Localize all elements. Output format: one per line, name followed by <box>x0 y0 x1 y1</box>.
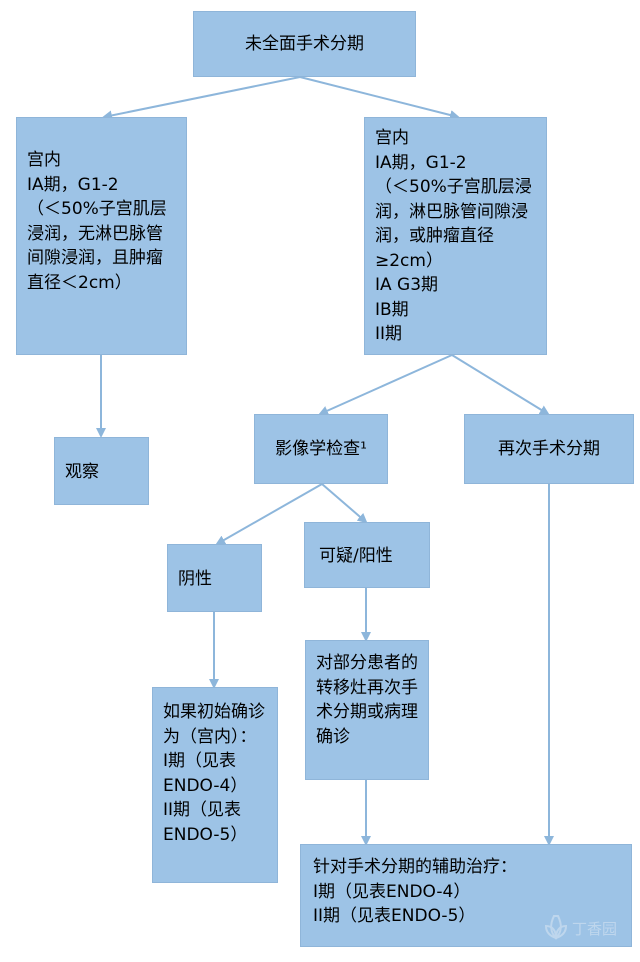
watermark-logo: 丁香园 <box>542 908 632 952</box>
root-node: 未全面手术分期 <box>193 11 416 77</box>
watermark-text: 丁香园 <box>572 920 617 938</box>
adjuvant-therapy-node: 针对手术分期的辅助治疗： I期（见表ENDO-4） II期（见表ENDO-5） <box>300 844 632 947</box>
arrow-root-to-left <box>102 76 301 121</box>
arrow-right-to-imaging <box>318 354 453 416</box>
arrow-imaging-to-negative <box>215 483 323 545</box>
negative-node-label: 阴性 <box>178 568 212 589</box>
suspicious-action-node: 对部分患者的转移灶再次手术分期或病理确诊 <box>305 640 429 780</box>
observe-node-label: 观察 <box>65 461 99 482</box>
left-condition-node: 宫内 IA期，G1-2 （＜50%子宫肌层浸润，无淋巴脉管间隙浸润，且肿瘤直径＜… <box>16 117 187 355</box>
negative-action-node: 如果初始确诊为（宫内）： I期（见表ENDO-4） II期（见表ENDO-5） <box>152 687 278 883</box>
suspicious-node-label: 可疑/阳性 <box>319 545 393 566</box>
clove-logo-icon: 丁香园 <box>544 915 617 940</box>
suspicious-node: 可疑/阳性 <box>304 522 430 588</box>
restaging-node-label: 再次手术分期 <box>498 438 600 459</box>
imaging-node: 影像学检查¹ <box>254 414 388 484</box>
arrow-right-to-restaging <box>451 354 550 416</box>
negative-node: 阴性 <box>167 544 262 612</box>
root-node-label: 未全面手术分期 <box>245 33 364 54</box>
arrow-imaging-to-suspicious <box>321 483 368 524</box>
imaging-node-label: 影像学检查¹ <box>275 438 367 459</box>
right-condition-node: 宫内 IA期，G1-2 （＜50%子宫肌层浸润，淋巴脉管间隙浸润，或肿瘤直径≥2… <box>364 117 547 355</box>
restaging-node: 再次手术分期 <box>464 414 634 484</box>
arrow-root-to-right <box>299 76 460 120</box>
observe-node: 观察 <box>54 437 149 505</box>
